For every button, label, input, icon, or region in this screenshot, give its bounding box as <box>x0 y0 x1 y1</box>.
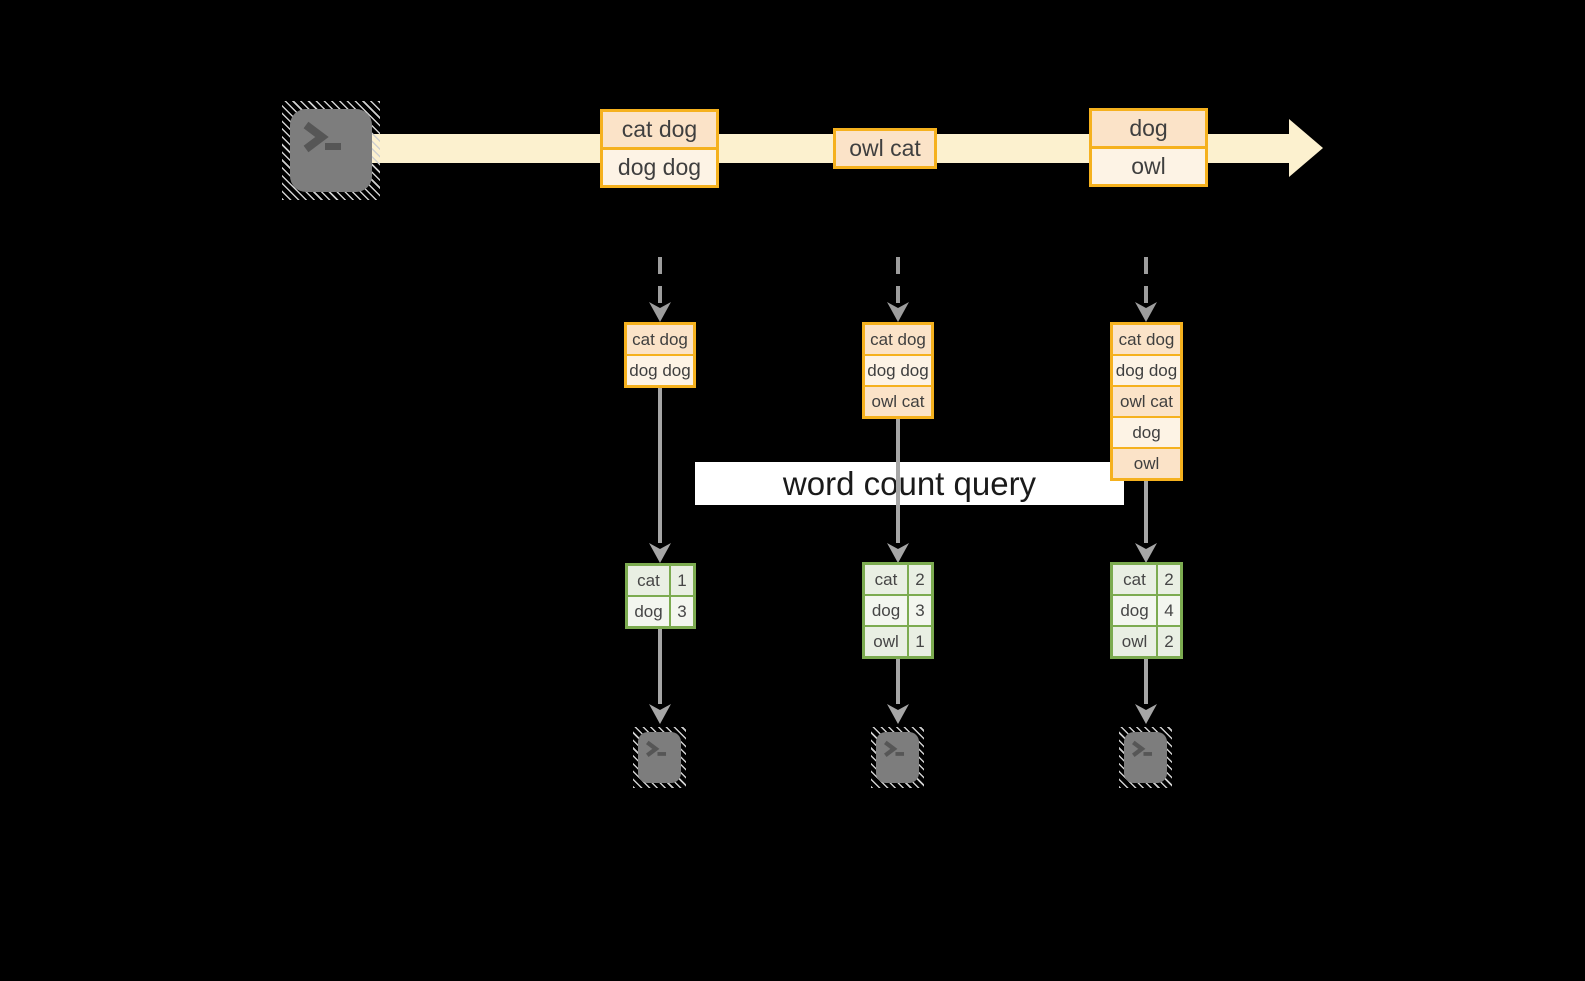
terminal-body <box>638 732 681 783</box>
buffer-line: dog dog <box>1113 354 1180 385</box>
word-cell: cat <box>1123 570 1146 589</box>
word-cell: cat <box>637 571 660 590</box>
count-cell: 1 <box>907 627 931 656</box>
arrowhead-icon <box>887 302 909 322</box>
event-buffer-3: cat dog dog dog owl cat dog owl <box>1110 322 1183 481</box>
sink-terminal-icon-3 <box>1119 727 1172 788</box>
buffer-line: owl <box>1113 447 1180 478</box>
arrowhead-icon <box>887 543 909 563</box>
count-cell: 2 <box>1156 627 1180 656</box>
sink-line-2 <box>896 659 900 704</box>
prompt-icon <box>646 740 667 757</box>
stream-event-1: cat dog dog dog <box>600 109 719 188</box>
count-table-3: cat 2 dog 4 owl 2 <box>1110 562 1183 659</box>
terminal-body <box>1124 732 1167 783</box>
source-terminal-icon <box>282 101 380 200</box>
event-buffer-2: cat dog dog dog owl cat <box>862 322 934 419</box>
query-label: word count query <box>782 464 1037 502</box>
buffer-line: cat dog <box>865 325 931 354</box>
buffer-line: dog <box>1113 416 1180 447</box>
word-cell: cat <box>874 570 898 589</box>
prompt-icon <box>1132 740 1153 757</box>
buffer-line: dog dog <box>627 354 693 385</box>
prompt-icon <box>884 740 905 757</box>
connector-line-1 <box>658 388 662 543</box>
word-cell: owl <box>1121 632 1148 651</box>
buffer-line: dog dog <box>865 354 931 385</box>
buffer-line: cat dog <box>627 325 693 354</box>
count-row: owl 2 <box>1113 625 1180 656</box>
prompt-icon <box>303 121 341 153</box>
connector-line-2 <box>896 419 900 543</box>
count-row: dog 3 <box>628 595 693 626</box>
sink-terminal-icon-1 <box>633 727 686 788</box>
dashed-arrow-2 <box>896 257 900 303</box>
stream-arrow-head-icon <box>1289 119 1323 177</box>
connector-line-3 <box>1144 481 1148 543</box>
stream-event-2: owl cat <box>833 128 937 169</box>
arrowhead-icon <box>1135 704 1157 724</box>
dashed-arrow-1 <box>658 257 662 303</box>
event-line: owl cat <box>836 131 934 166</box>
count-row: cat 1 <box>628 566 693 595</box>
query-label-band: word count query <box>695 462 1124 505</box>
arrowhead-icon <box>1135 543 1157 563</box>
word-cell: owl <box>873 632 899 651</box>
arrowhead-icon <box>649 543 671 563</box>
word-cell: dog <box>1120 601 1149 620</box>
sink-line-1 <box>658 629 662 704</box>
event-line: cat dog <box>603 112 716 147</box>
arrowhead-icon <box>649 302 671 322</box>
count-row: cat 2 <box>1113 565 1180 594</box>
arrowhead-icon <box>887 704 909 724</box>
event-line: dog <box>1092 111 1205 146</box>
count-cell: 1 <box>669 566 693 595</box>
terminal-body <box>876 732 919 783</box>
sink-line-3 <box>1144 659 1148 704</box>
word-cell: dog <box>871 601 901 620</box>
word-cell: dog <box>634 602 663 621</box>
count-table-2: cat 2 dog 3 owl 1 <box>862 562 934 659</box>
buffer-line: cat dog <box>1113 325 1180 354</box>
count-cell: 4 <box>1156 596 1180 625</box>
count-table-1: cat 1 dog 3 <box>625 563 696 629</box>
count-row: dog 4 <box>1113 594 1180 625</box>
count-row: owl 1 <box>865 625 931 656</box>
event-line: dog dog <box>603 147 716 185</box>
count-cell: 2 <box>1156 565 1180 594</box>
sink-terminal-icon-2 <box>871 727 924 788</box>
buffer-line: owl cat <box>1113 385 1180 416</box>
event-line: owl <box>1092 146 1205 184</box>
count-cell: 3 <box>669 597 693 626</box>
arrowhead-icon <box>649 704 671 724</box>
count-row: cat 2 <box>865 565 931 594</box>
count-row: dog 3 <box>865 594 931 625</box>
arrowhead-icon <box>1135 302 1157 322</box>
buffer-line: owl cat <box>865 385 931 416</box>
count-cell: 3 <box>907 596 931 625</box>
terminal-body <box>290 109 372 192</box>
stream-event-3: dog owl <box>1089 108 1208 187</box>
count-cell: 2 <box>907 565 931 594</box>
event-buffer-1: cat dog dog dog <box>624 322 696 388</box>
dashed-arrow-3 <box>1144 257 1148 303</box>
